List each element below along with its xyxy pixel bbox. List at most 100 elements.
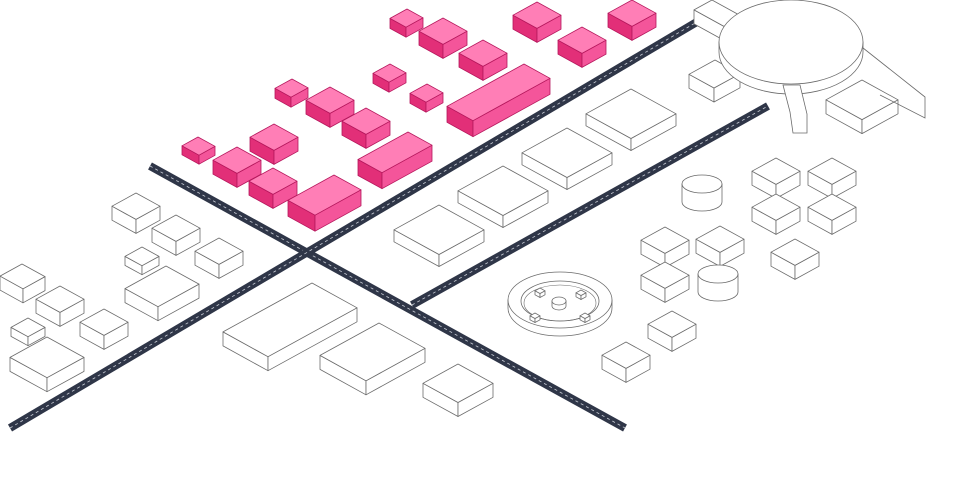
highlighted-building — [446, 63, 551, 138]
building-roof — [372, 63, 407, 83]
highlighted-building — [389, 8, 424, 38]
building-roof — [458, 39, 508, 67]
highlighted-building — [357, 131, 433, 190]
building-roof — [418, 17, 468, 45]
building — [751, 193, 801, 235]
building-roof — [341, 107, 391, 135]
building-roof — [601, 341, 651, 369]
building — [807, 193, 857, 235]
building-roof — [194, 237, 244, 265]
plaza-kiosk — [529, 312, 541, 323]
building-roof — [695, 225, 745, 253]
building — [807, 157, 857, 199]
building-roof — [248, 167, 298, 195]
building — [640, 226, 690, 268]
building-roof — [585, 88, 677, 139]
building-roof — [807, 193, 857, 221]
cylinder-top — [551, 296, 567, 306]
plain-buildings — [0, 88, 857, 417]
cylinder-top — [681, 174, 723, 194]
building-roof — [751, 193, 801, 221]
highlighted-building — [512, 1, 562, 43]
plaza-kiosk — [575, 289, 587, 300]
highlighted-building — [372, 63, 407, 93]
building-roof — [647, 310, 697, 338]
cylinder-top — [697, 264, 739, 284]
building-roof — [557, 26, 607, 54]
building-roof — [357, 131, 433, 174]
building-roof — [770, 238, 820, 266]
building-roof — [607, 0, 657, 27]
building-roof — [0, 263, 46, 290]
building — [151, 214, 201, 256]
highlighted-building — [458, 39, 508, 81]
building-roof — [389, 8, 424, 28]
highlighted-building — [409, 83, 444, 113]
stadium-pillar — [782, 84, 808, 134]
building-roof — [422, 363, 494, 403]
highlighted-building — [248, 167, 298, 209]
highlighted-building — [212, 146, 262, 188]
highlighted-building — [607, 0, 657, 41]
building-roof — [35, 285, 85, 313]
building — [770, 238, 820, 280]
building-roof — [640, 226, 690, 254]
water-tank — [681, 174, 723, 212]
building-roof — [409, 83, 444, 103]
building-roof — [393, 204, 485, 255]
plaza-fountain — [551, 296, 567, 311]
building-roof — [111, 192, 161, 220]
building-roof — [319, 322, 426, 382]
building-roof — [151, 214, 201, 242]
building — [640, 261, 690, 303]
stadium-annex — [825, 79, 899, 135]
highlighted-building — [249, 123, 299, 165]
road-lane-marking — [149, 165, 626, 429]
highlighted-building — [181, 136, 216, 165]
building — [319, 322, 426, 396]
building-roof — [79, 308, 129, 336]
building-roof — [579, 312, 591, 319]
building — [79, 308, 129, 350]
building-roof — [249, 123, 299, 151]
plaza-inner-ring — [523, 284, 597, 322]
highlighted-buildings — [181, 0, 657, 232]
building — [585, 88, 677, 151]
building-roof — [825, 79, 899, 120]
building-roof — [807, 157, 857, 185]
building — [124, 246, 160, 276]
building — [647, 310, 697, 352]
building-roof — [287, 174, 362, 216]
stadium-roof — [718, 0, 864, 85]
water-tank — [697, 264, 739, 302]
building-roof — [9, 336, 85, 379]
building-roof — [274, 78, 309, 98]
special-structures — [507, 0, 926, 337]
building — [111, 192, 161, 234]
building-roof — [534, 287, 546, 294]
building-roof — [457, 165, 549, 216]
highlighted-building — [418, 17, 468, 59]
building — [393, 204, 485, 267]
building — [35, 285, 85, 327]
building — [422, 363, 494, 417]
highlighted-building — [341, 107, 391, 149]
building-roof — [640, 261, 690, 289]
building — [695, 225, 745, 267]
building-roof — [222, 282, 358, 358]
road-lane-marking — [411, 105, 769, 306]
building-roof — [181, 136, 216, 156]
building — [601, 341, 651, 383]
building-roof — [521, 127, 613, 178]
plaza-kiosk — [534, 287, 546, 298]
building — [124, 265, 200, 322]
highlighted-building — [287, 174, 362, 232]
plaza-kiosk — [579, 312, 591, 323]
building — [751, 157, 801, 199]
highlighted-building — [274, 78, 309, 108]
building-roof — [124, 246, 160, 267]
building — [194, 237, 244, 279]
building — [457, 165, 549, 228]
building-roof — [124, 265, 200, 308]
